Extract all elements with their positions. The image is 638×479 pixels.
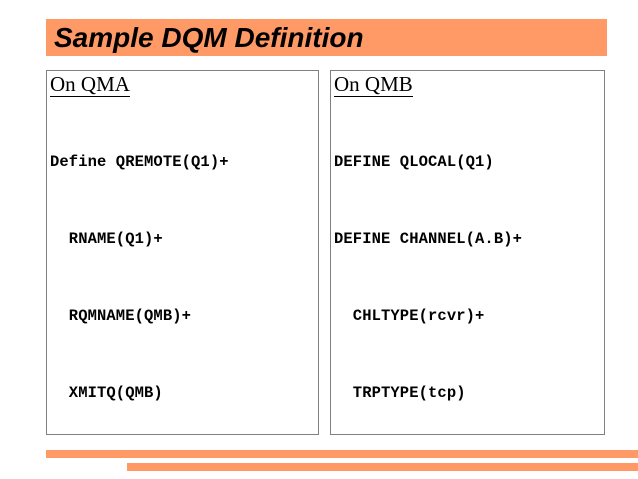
code-line: DEFINE CHANNEL(A.B)+ <box>334 229 523 248</box>
code-line: RQMNAME(QMB)+ <box>50 306 192 325</box>
definition-panel-qmb: On QMB DEFINE QLOCAL(Q1) DEFINE CHANNEL(… <box>330 70 605 435</box>
panel-heading-qma: On QMA <box>50 72 130 97</box>
decorative-bar-lower <box>127 463 638 471</box>
code-block-qmb: DEFINE QLOCAL(Q1) DEFINE CHANNEL(A.B)+ C… <box>334 99 604 434</box>
code-line: XMITQ(QMB) <box>50 383 163 402</box>
page-title: Sample DQM Definition <box>54 22 364 53</box>
code-line: CHLTYPE(rcvr)+ <box>334 306 485 325</box>
code-block-qma: Define QREMOTE(Q1)+ RNAME(Q1)+ RQMNAME(Q… <box>50 99 318 434</box>
code-line: RNAME(Q1)+ <box>50 229 163 248</box>
title-banner-background <box>46 19 607 56</box>
code-line: TRPTYPE(tcp) <box>334 383 466 402</box>
definition-panel-qma: On QMA Define QREMOTE(Q1)+ RNAME(Q1)+ RQ… <box>46 70 319 435</box>
code-line: DEFINE QLOCAL(Q1) <box>334 153 494 172</box>
panel-heading-qmb: On QMB <box>334 72 413 97</box>
decorative-bar-upper <box>46 450 638 458</box>
code-line: Define QREMOTE(Q1)+ <box>50 153 229 172</box>
